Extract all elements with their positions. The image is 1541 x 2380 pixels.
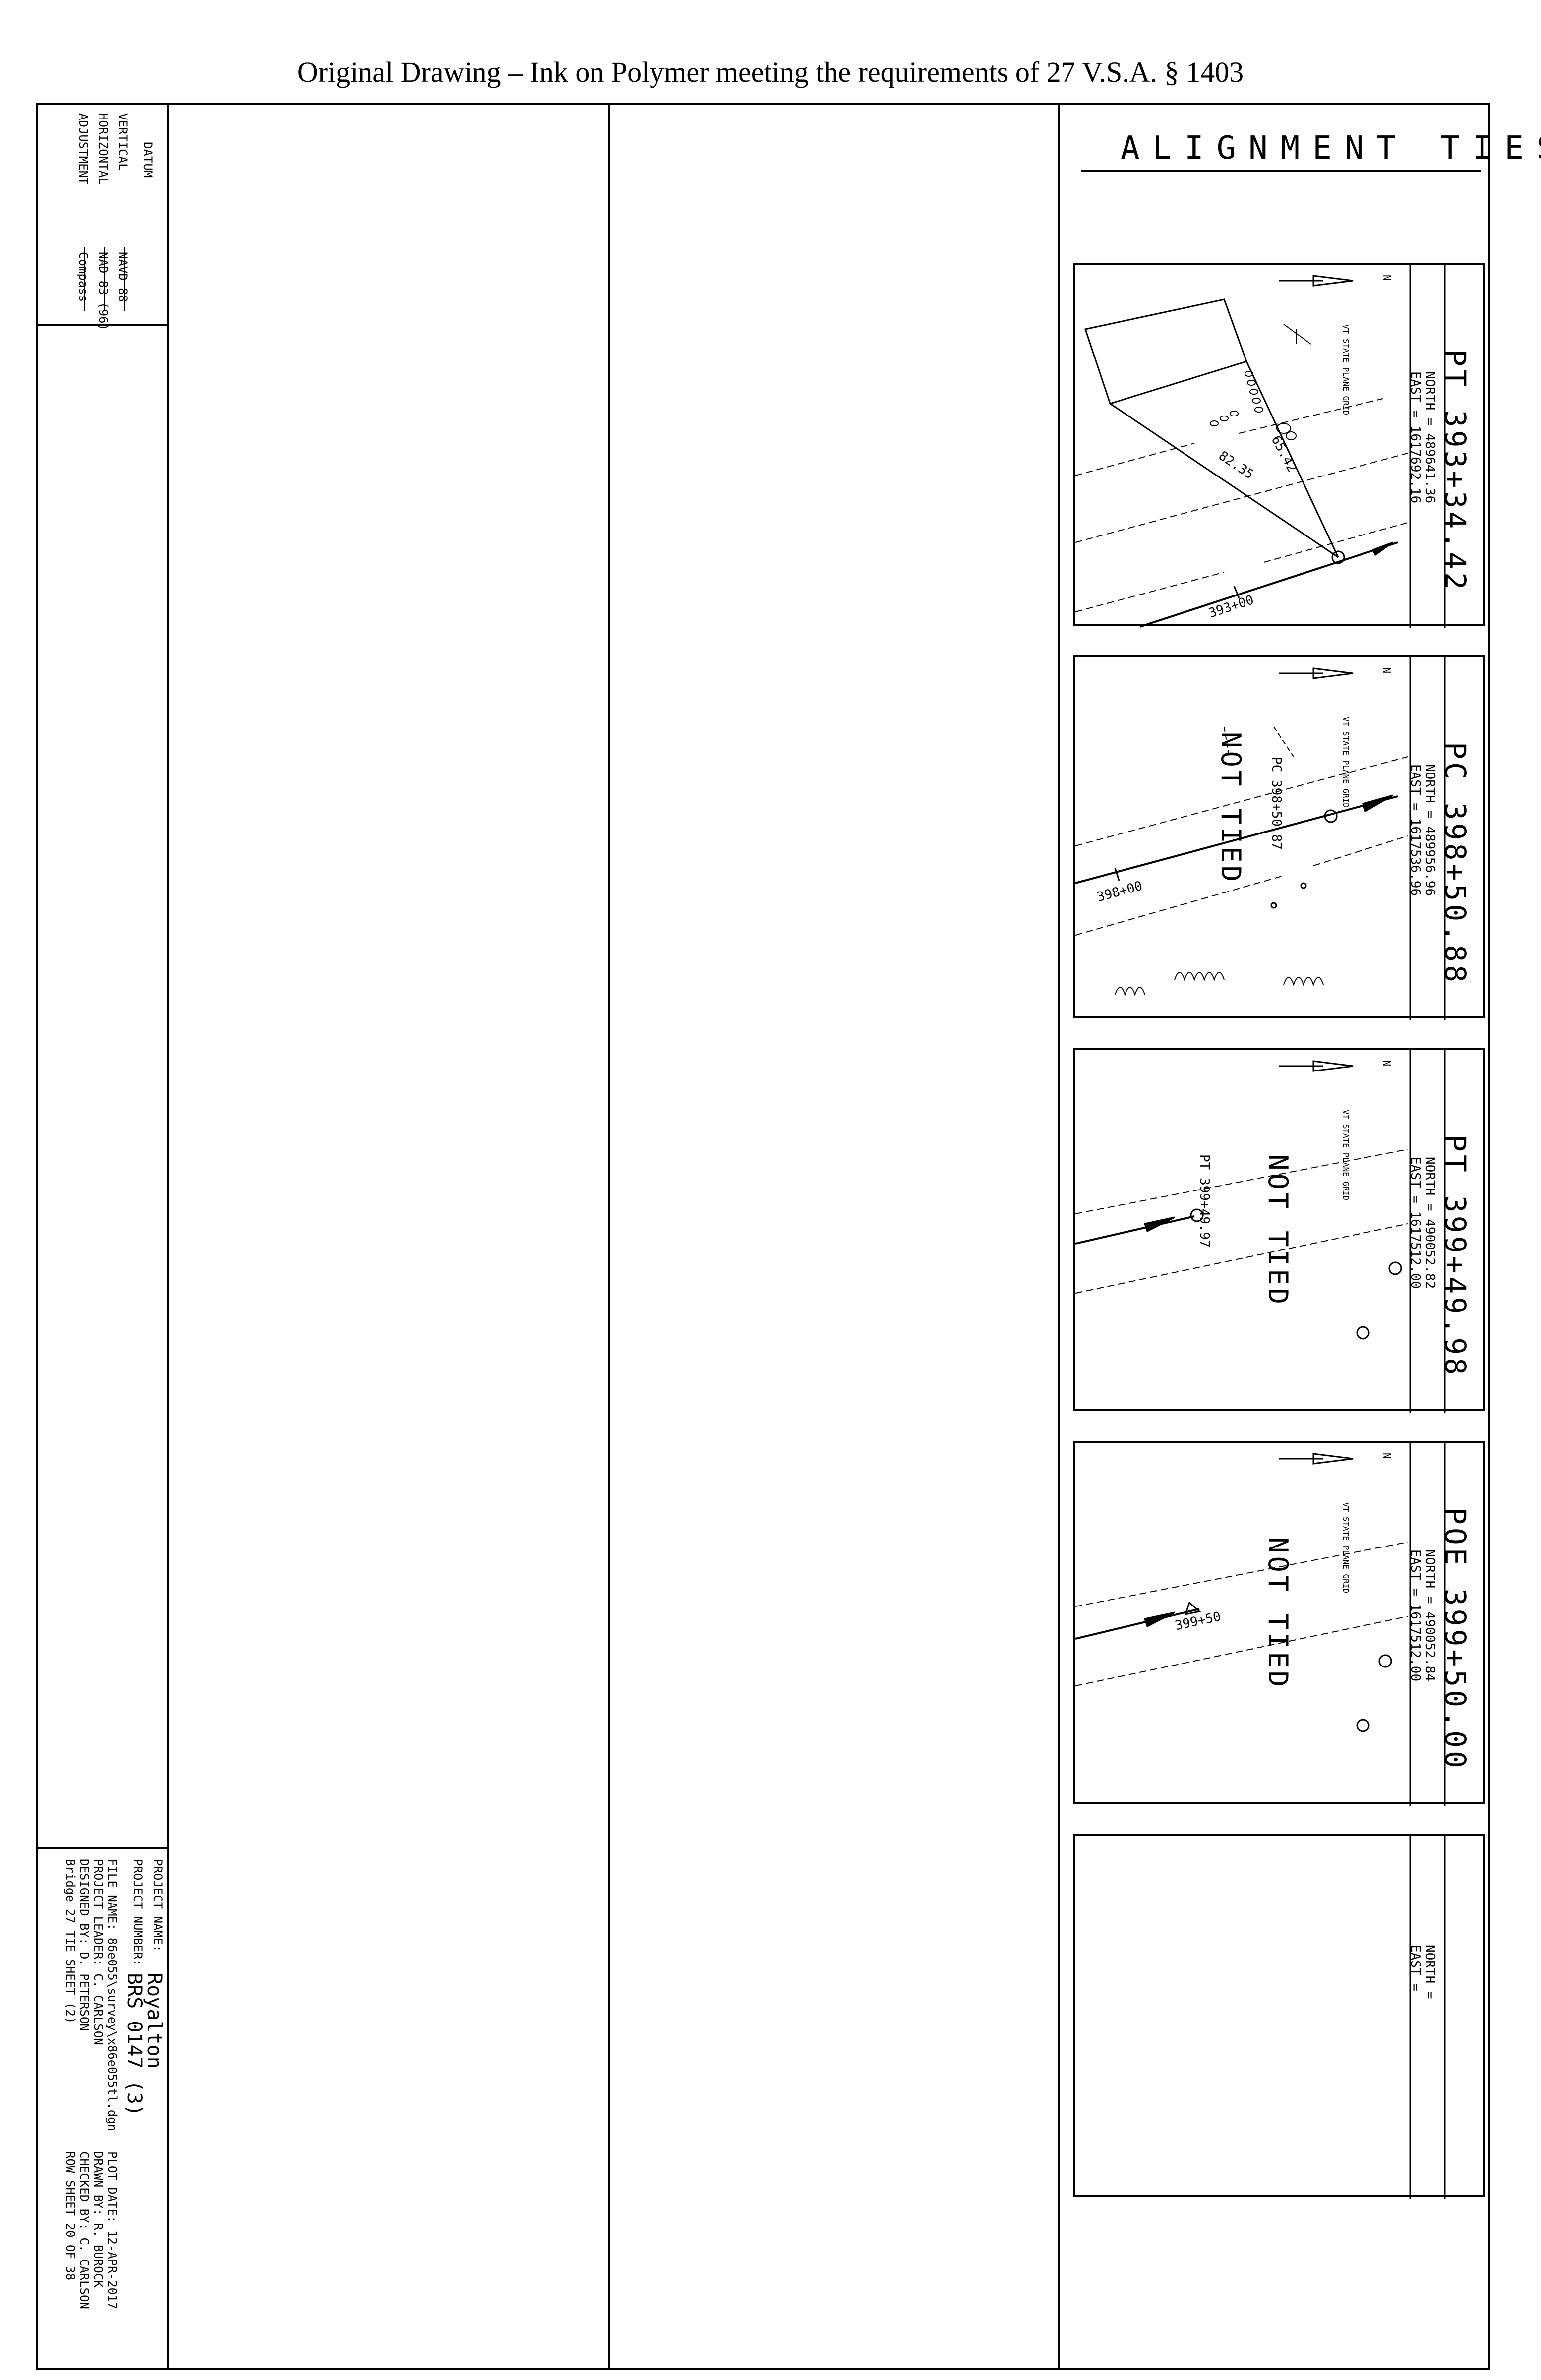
tie-panel-1: VT STATE PLANE GRID N PT 393+34.42 NORTH…: [1073, 263, 1485, 628]
datum-vertical-value: NAVD 88: [116, 252, 130, 302]
sheet-frame: [36, 103, 1490, 2370]
drawn-by: DRAWN BY: R. BUROCK: [91, 2151, 105, 2288]
east-coord-5: EAST =: [1408, 1945, 1422, 1991]
datum-block: DATUM VERTICAL NAVD 88 HORIZONTAL NAD 83…: [36, 103, 169, 331]
east-coord-2: EAST = 1617536.96: [1408, 764, 1422, 896]
datum-vertical-label: VERTICAL: [116, 113, 130, 171]
document-header: Original Drawing – Ink on Polymer meetin…: [297, 56, 1244, 88]
east-coord-3: EAST = 1617512.00: [1408, 1157, 1422, 1289]
tie-sketch-4: [1075, 1443, 1446, 1806]
title-block: PROJECT NAME: Royalton PROJECT NUMBER: B…: [36, 1847, 169, 2372]
datum-adjustment-value: Compass: [76, 252, 90, 302]
point-label-3: PT 399+49.97: [1197, 1154, 1212, 1248]
north-coord-2: NORTH = 489956.96: [1422, 764, 1437, 896]
title-underline: [1081, 170, 1481, 172]
east-coord-1: EAST = 1617692.16: [1408, 371, 1422, 504]
grid-label-1: VT STATE PLANE GRID: [1341, 324, 1351, 416]
datum-underline-1: [124, 247, 125, 311]
tie-sketch-3: [1075, 1050, 1446, 1413]
tie-panel-5: NORTH = EAST =: [1073, 1834, 1485, 2199]
north-coord-3: NORTH = 490052.82: [1422, 1157, 1437, 1289]
station-label-1: PT 393+34.42: [1438, 349, 1472, 593]
datum-underline-3: [84, 247, 85, 311]
station-label-3: PT 399+49.98: [1438, 1134, 1472, 1378]
north-letter-3: N: [1381, 1060, 1393, 1067]
divider-middle: [608, 103, 610, 2370]
project-number: BRS 0147 (3): [123, 1973, 146, 2116]
tie-sketch-2: [1075, 657, 1446, 1020]
east-coord-4: EAST = 1617512.00: [1408, 1549, 1422, 1682]
point-label-2: PC 398+50.87: [1269, 757, 1284, 850]
datum-horizontal-label: HORIZONTAL: [96, 113, 110, 185]
file-name: FILE NAME: 86e055\survey\x86e055tl.dgn: [105, 1859, 119, 2132]
checked-by: CHECKED BY: C. CARLSON: [77, 2151, 91, 2309]
not-tied-note-2: NOT TIED: [1215, 732, 1246, 885]
sheet-name: Bridge 27 TIE SHEET (2): [63, 1859, 77, 2024]
not-tied-note-3: NOT TIED: [1262, 1154, 1294, 1308]
datum-adjustment-label: ADJUSTMENT: [76, 113, 90, 185]
north-coord-5: NORTH =: [1422, 1945, 1437, 1999]
tie-sketch-5: [1409, 1836, 1446, 2199]
grid-label-3: VT STATE PLANE GRID: [1341, 1110, 1351, 1201]
datum-underline-2: [104, 247, 105, 311]
not-tied-note-4: NOT TIED: [1262, 1537, 1294, 1690]
project-number-label: PROJECT NUMBER:: [131, 1859, 145, 1966]
grid-label-2: VT STATE PLANE GRID: [1341, 717, 1351, 808]
datum-heading: DATUM: [141, 142, 155, 178]
project-name-label: PROJECT NAME:: [151, 1859, 165, 1952]
grid-label-4: VT STATE PLANE GRID: [1341, 1502, 1351, 1594]
north-letter-1: N: [1381, 275, 1393, 281]
tie-panel-2: VT STATE PLANE GRID N PC 398+50.88 NORTH…: [1073, 655, 1485, 1020]
north-letter-4: N: [1381, 1453, 1393, 1459]
datum-horizontal-value: NAD 83 (96): [96, 252, 110, 331]
tie-panel-3: VT STATE PLANE GRID N PT 399+49.98 NORTH…: [1073, 1048, 1485, 1413]
designed-by: DESIGNED BY: D. PETERSON: [77, 1859, 91, 2031]
plot-date: PLOT DATE: 12-APR-2017: [105, 2151, 119, 2309]
project-name: Royalton: [143, 1973, 166, 2069]
north-coord-4: NORTH = 490052.84: [1422, 1549, 1437, 1682]
sheet-number: ROW SHEET 20 OF 38: [63, 2151, 77, 2281]
divider-right: [1058, 103, 1060, 2370]
station-label-2: PC 398+50.88: [1438, 742, 1472, 986]
station-label-4: POE 399+50.00: [1438, 1507, 1472, 1771]
project-leader: PROJECT LEADER: C. CARLSON: [91, 1859, 105, 2045]
tie-sketch-1: [1075, 265, 1446, 628]
tie-panel-4: VT STATE PLANE GRID N POE 399+50.00 NORT…: [1073, 1441, 1485, 1806]
north-letter-2: N: [1381, 667, 1393, 674]
sheet-title: ALIGNMENT TIES: [1121, 130, 1541, 167]
divider-left: [167, 103, 169, 2370]
north-coord-1: NORTH = 489641.36: [1422, 371, 1437, 504]
